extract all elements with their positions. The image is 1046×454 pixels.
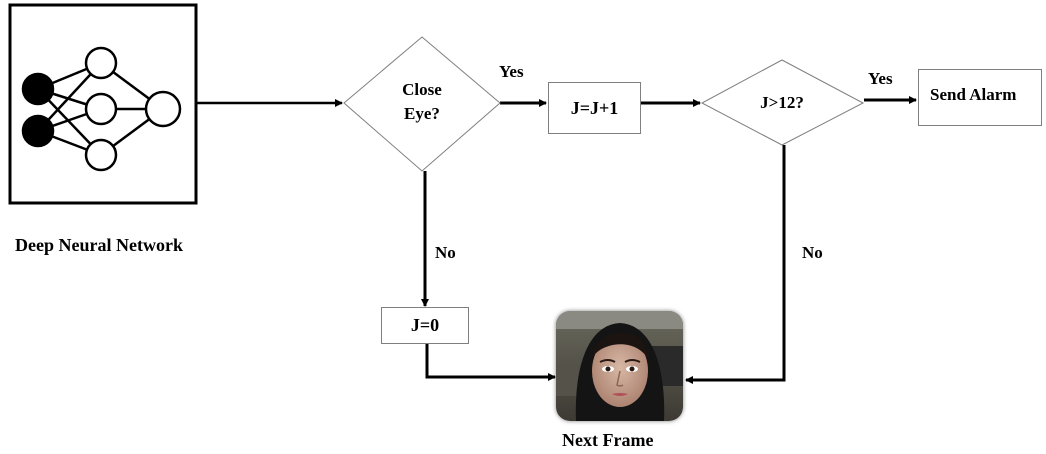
yes-label-threshold: Yes bbox=[868, 69, 893, 88]
close-eye-line2: Eye? bbox=[404, 103, 440, 123]
no-label-threshold: No bbox=[802, 243, 823, 262]
next-frame-image bbox=[556, 311, 683, 421]
arrow-reset-to-next-frame bbox=[425, 343, 556, 381]
threshold-decision-shape bbox=[700, 59, 865, 146]
close-eye-decision-text: Close Eye? bbox=[382, 78, 462, 126]
increment-box: J=J+1 bbox=[548, 82, 641, 134]
reset-box: J=0 bbox=[381, 307, 469, 344]
close-eye-line1: Close bbox=[402, 80, 442, 99]
close-eye-decision-shape bbox=[343, 36, 501, 172]
next-frame-label: Next Frame bbox=[562, 430, 654, 450]
neural-network-label: Deep Neural Network bbox=[15, 235, 183, 255]
yes-label-close-eye: Yes bbox=[499, 62, 524, 81]
no-label-close-eye: No bbox=[435, 243, 456, 262]
threshold-decision-text: J>12? bbox=[760, 93, 804, 112]
face-portrait-icon bbox=[556, 311, 683, 421]
arrow-threshold-to-next-frame bbox=[685, 145, 786, 384]
send-alarm-box: Send Alarm bbox=[918, 69, 1042, 126]
neural-network-nodes bbox=[21, 46, 182, 172]
